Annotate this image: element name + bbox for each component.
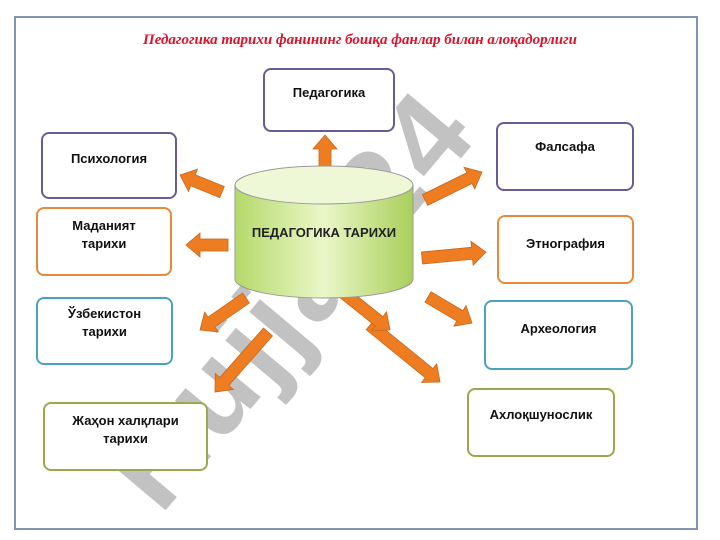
box-psixologiya: Психология [41, 132, 177, 199]
diagram-title: Педагогика тарихи фанининг бошқа фанлар … [143, 32, 577, 48]
center-label: ПЕДАГОГИКА ТАРИХИ [251, 225, 397, 240]
box-etnografiya: Этнография [497, 215, 634, 284]
box-uzbekiston: Ўзбекистон тарихи [36, 297, 173, 365]
slide-frame [14, 16, 698, 530]
box-jahon: Жаҳон халқлари тарихи [43, 402, 208, 471]
box-arxeologiya: Археология [484, 300, 633, 370]
arrow-to-etnografiya-icon [421, 240, 487, 267]
arrow-to-psixologiya-icon [179, 168, 225, 199]
arrow-to-jahon-icon [214, 327, 274, 393]
central-cylinder [234, 165, 414, 299]
box-falsafa: Фалсафа [496, 122, 634, 191]
arrow-to-uzbekiston-icon [199, 292, 250, 333]
box-madaniyat: Маданият тарихи [36, 207, 172, 276]
box-pedagogika: Педагогика [263, 68, 395, 132]
box-axloqshunoslik: Ахлоқшунослик [467, 388, 615, 457]
arrow-to-madaniyat-icon [185, 232, 229, 258]
arrow-to-falsafa-icon [421, 166, 483, 206]
arrow-to-arxeologiya-icon [424, 291, 473, 327]
